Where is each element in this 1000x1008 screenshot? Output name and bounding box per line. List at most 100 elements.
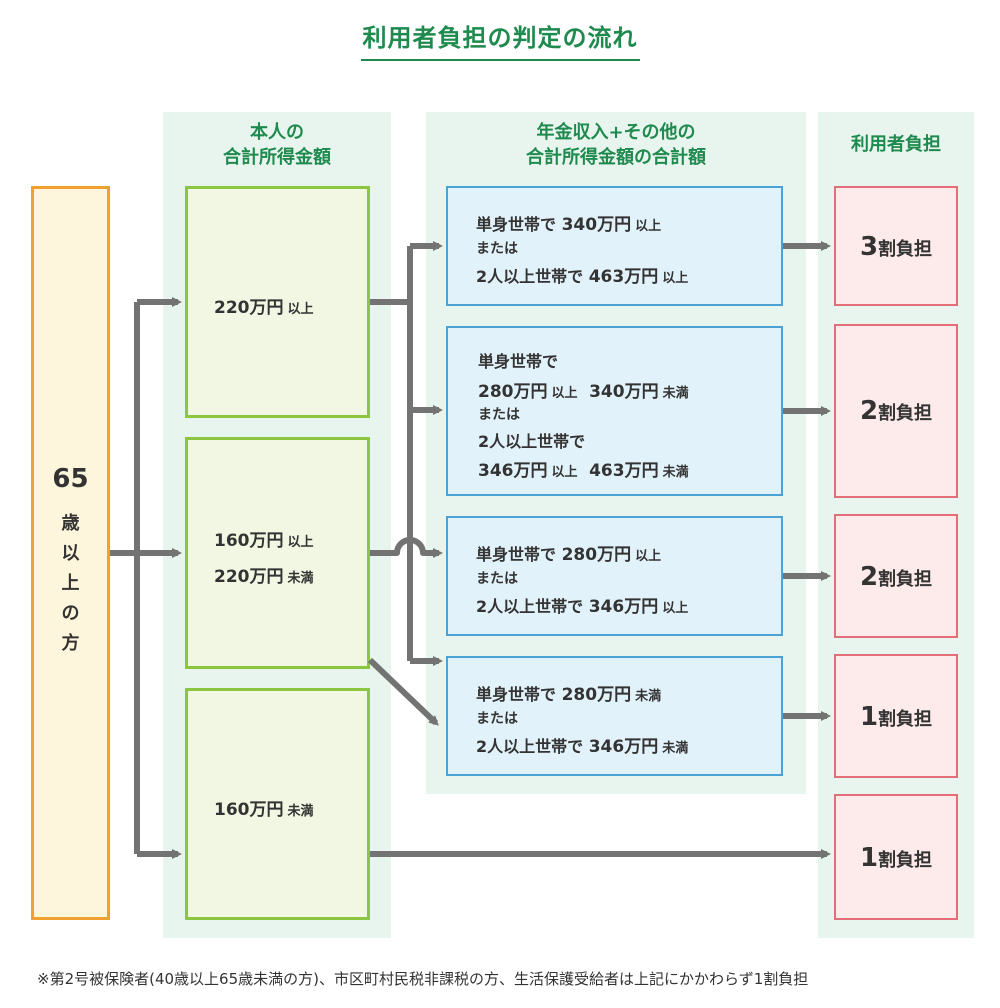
title-text: 利用者負担の判定の流れ: [360, 18, 640, 61]
multi-amount: 346万円: [588, 597, 659, 617]
multi-suffix-a: 以上: [551, 465, 578, 480]
income-suffix: 未満: [287, 804, 314, 819]
single-suffix-a: 以上: [551, 386, 578, 401]
single-amount: 340万円: [561, 215, 632, 235]
burden-number: 2: [859, 396, 879, 426]
income-suffix: 未満: [287, 571, 314, 586]
single-household-line: 単身世帯で 340万円以上: [476, 210, 661, 235]
single-household-label-line: 単身世帯で: [478, 352, 559, 371]
income-box-160-220: 160万円以上 220万円未満: [185, 437, 370, 669]
age-char-3: 上: [61, 573, 80, 594]
footnote: ※第2号被保険者(40歳以上65歳未満の方)、市区町村民税非課税の方、生活保護受…: [37, 970, 809, 988]
or-text: または: [476, 711, 518, 727]
single-label: 単身世帯で: [476, 545, 557, 564]
arrow-income2-to-pension-4: [367, 657, 439, 726]
burden-text: 割負担: [878, 239, 933, 260]
burden-header-text: 利用者負担: [851, 134, 941, 155]
income-amount: 160万円: [214, 800, 284, 820]
income-header-line1: 本人の: [250, 122, 304, 143]
income-column-header: 本人の 合計所得金額: [163, 120, 391, 170]
burden-box-3-percent: 3割負担: [834, 186, 958, 306]
pension-box-3: 単身世帯で 280万円以上 または 2人以上世帯で 346万円以上: [446, 516, 783, 636]
arrow-income2-to-pension-3: [370, 537, 443, 558]
burden-number: 3: [859, 232, 879, 262]
pension-box-2: 単身世帯で 280万円以上 340万円未満 または 2人以上世帯で 346万円以…: [446, 326, 783, 496]
burden-number: 2: [859, 562, 879, 592]
burden-label: 1割負担: [836, 702, 956, 732]
single-household-range-line: 280万円以上 340万円未満: [478, 377, 689, 402]
pension-box-4: 単身世帯で 280万円未満 または 2人以上世帯で 346万円未満: [446, 656, 783, 776]
multi-suffix: 以上: [662, 601, 689, 616]
burden-box-1-percent-a: 1割負担: [834, 654, 958, 778]
burden-text: 割負担: [878, 709, 933, 730]
multi-suffix: 以上: [662, 271, 689, 286]
single-amount-b: 340万円: [589, 382, 659, 402]
multi-label: 2人以上世帯で: [476, 737, 584, 756]
multi-household-label-line: 2人以上世帯で: [478, 432, 586, 451]
multi-amount: 346万円: [588, 737, 659, 757]
multi-household-line: 2人以上世帯で 463万円以上: [476, 262, 688, 287]
burden-label: 2割負担: [836, 562, 956, 592]
age-65-box: 65 歳 以 上 の 方: [31, 186, 110, 920]
income-line: 160万円以上: [214, 526, 314, 551]
multi-suffix: 未満: [662, 741, 689, 756]
diagram-title: 利用者負担の判定の流れ: [0, 18, 1000, 61]
income-box-160-under: 160万円未満: [185, 688, 370, 920]
burden-box-1-percent-b: 1割負担: [834, 794, 958, 920]
burden-box-2-percent-b: 2割負担: [834, 514, 958, 638]
income-box-220-over: 220万円以上: [185, 186, 370, 418]
multi-household-line: 2人以上世帯で 346万円以上: [476, 592, 688, 617]
burden-text: 割負担: [878, 569, 933, 590]
income-amount: 220万円: [214, 567, 284, 587]
burden-box-2-percent-a: 2割負担: [834, 324, 958, 498]
single-suffix: 以上: [635, 549, 662, 564]
burden-label: 1割負担: [836, 843, 956, 873]
single-amount-a: 280万円: [478, 382, 548, 402]
income-suffix: 以上: [287, 302, 314, 317]
multi-amount: 463万円: [588, 267, 659, 287]
or-text: または: [476, 571, 518, 587]
income-line: 220万円未満: [214, 562, 314, 587]
age-char-2: 以: [61, 543, 80, 564]
burden-text: 割負担: [878, 403, 933, 424]
single-household-line: 単身世帯で 280万円以上: [476, 540, 661, 565]
multi-household-line: 2人以上世帯で 346万円未満: [476, 732, 688, 757]
income-amount: 220万円: [214, 298, 284, 318]
burden-column-header: 利用者負担: [818, 132, 974, 157]
or-text: または: [476, 241, 518, 257]
income-amount: 160万円: [214, 531, 284, 551]
age-char-5: 方: [61, 633, 80, 654]
multi-suffix-b: 未満: [662, 465, 689, 480]
single-amount: 280万円: [561, 545, 632, 565]
multi-amount-a: 346万円: [478, 461, 548, 481]
multi-household-range-line: 346万円以上 463万円未満: [478, 456, 689, 481]
pension-column-header: 年金収入+その他の 合計所得金額の合計額: [426, 120, 806, 170]
burden-label: 3割負担: [836, 232, 956, 262]
multi-amount-b: 463万円: [589, 461, 659, 481]
age-number: 65: [52, 464, 89, 494]
pension-header-line1: 年金収入+その他の: [536, 122, 696, 143]
single-suffix: 未満: [635, 689, 662, 704]
burden-label: 2割負担: [836, 396, 956, 426]
single-amount: 280万円: [561, 685, 632, 705]
income-line: 220万円以上: [214, 293, 314, 318]
single-suffix-b: 未満: [662, 386, 689, 401]
multi-label: 2人以上世帯で: [476, 267, 584, 286]
income-line: 160万円未満: [214, 795, 314, 820]
pension-box-1: 単身世帯で 340万円以上 または 2人以上世帯で 463万円以上: [446, 186, 783, 306]
age-char-1: 歳: [61, 513, 80, 534]
single-household-line: 単身世帯で 280万円未満: [476, 680, 661, 705]
burden-text: 割負担: [878, 850, 933, 871]
single-label: 単身世帯で: [476, 215, 557, 234]
income-header-line2: 合計所得金額: [223, 147, 331, 168]
income-suffix: 以上: [287, 535, 314, 550]
or-text: または: [478, 407, 520, 423]
single-suffix: 以上: [635, 219, 662, 234]
single-label: 単身世帯で: [476, 685, 557, 704]
pension-header-line2: 合計所得金額の合計額: [526, 147, 706, 168]
burden-number: 1: [859, 702, 879, 732]
age-char-4: の: [61, 603, 80, 624]
burden-number: 1: [859, 843, 879, 873]
multi-label: 2人以上世帯で: [476, 597, 584, 616]
